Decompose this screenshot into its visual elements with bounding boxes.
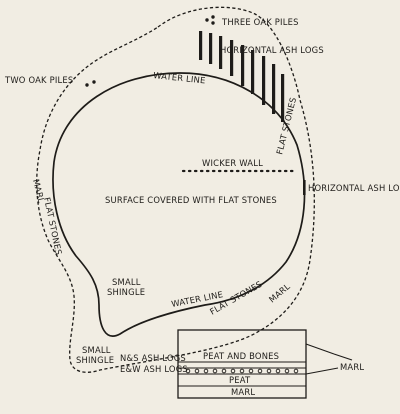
three-oak-piles-label: THREE OAK PILES (221, 17, 299, 27)
section-diagram: PEAT AND BONES N&S ASH LOGS E&W ASH LOGS… (120, 329, 364, 399)
water-line-top-label: WATER LINE (153, 70, 206, 85)
small-shingle-inner-label-2: SHINGLE (107, 287, 145, 297)
marl-bottom-label: MARL (231, 387, 255, 397)
ns-ash-logs-label: N&S ASH LOGS (120, 353, 186, 363)
two-oak-piles-label: TWO OAK PILES (4, 75, 73, 85)
outer-dashed-boundary (36, 6, 315, 373)
ew-ash-logs-label: E&W ASH LOGS (120, 364, 188, 374)
peat-label: PEAT (229, 375, 251, 385)
small-shingle-inner-label-1: SMALL (112, 277, 141, 287)
horizontal-ash-log-label: HORIZONTAL ASH LOG (308, 183, 400, 193)
peat-and-bones-label: PEAT AND BONES (203, 351, 279, 361)
horizontal-ash-logs-hatching (199, 31, 285, 122)
horizontal-ash-logs-label: HORIZONTAL ASH LOGS (220, 45, 324, 55)
marl-right-label: MARL (267, 281, 292, 304)
small-shingle-outer-label-2: SHINGLE (76, 355, 114, 365)
marl-side-label: MARL (340, 362, 364, 372)
small-shingle-outer-label-1: SMALL (82, 345, 111, 355)
horizontal-ash-log-marker (303, 180, 306, 195)
ew-ash-log-circles (185, 368, 299, 374)
surface-label: SURFACE COVERED WITH FLAT STONES (105, 195, 277, 205)
wicker-wall-label: WICKER WALL (202, 158, 263, 168)
water-line-outline (52, 72, 306, 337)
three-oak-piles-markers (205, 15, 215, 25)
two-oak-piles-markers (85, 80, 96, 87)
flat-stones-right-label: FLAT STONES (274, 96, 298, 155)
